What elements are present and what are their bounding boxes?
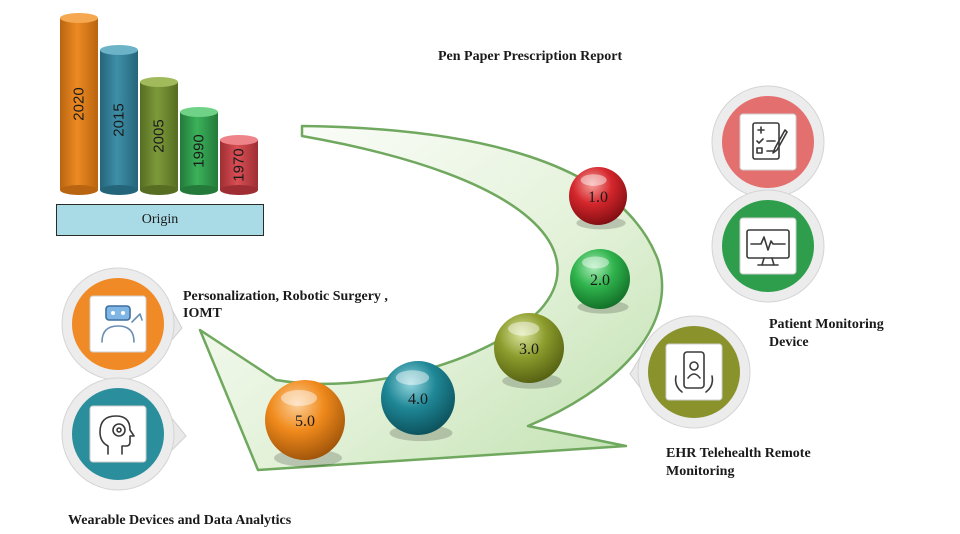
label-wearable: Wearable Devices and Data Analytics: [68, 513, 292, 528]
year-bar-1990: 1990: [180, 107, 218, 195]
smartphone-health-icon: [674, 351, 714, 393]
year-bar-label: 1990: [191, 134, 208, 167]
label-patient-line1: Patient Monitoring: [769, 317, 884, 332]
year-bar-2015: 2015: [100, 45, 138, 195]
year-bar-2005: 2005: [140, 77, 178, 195]
stage-sphere-4.0: 4.0: [381, 361, 455, 442]
stage-sphere-5.0: 5.0: [265, 380, 345, 467]
origin-box: Origin: [56, 204, 264, 236]
label-ehr-line2: Monitoring: [666, 464, 735, 479]
label-personalization-line2: IOMT: [183, 306, 222, 321]
callout-head-gear: [61, 377, 187, 491]
year-bar-2020: 2020: [60, 13, 98, 195]
year-bar-label: 1970: [231, 148, 248, 181]
year-bar-chart: 2020 2015 2005 1990 1970: [60, 13, 258, 195]
year-bar-label: 2020: [71, 87, 88, 120]
label-patient-line2: Device: [769, 335, 809, 350]
stage-sphere-2.0: 2.0: [570, 249, 630, 314]
stage-sphere-3.0: 3.0: [494, 313, 564, 389]
year-bar-1970: 1970: [220, 135, 258, 195]
stage-label: 5.0: [295, 413, 315, 430]
stage-sphere-1.0: 1.0: [569, 167, 627, 230]
callout-smartphone-health: [629, 315, 751, 429]
year-bar-label: 2005: [151, 119, 168, 152]
label-pen-paper: Pen Paper Prescription Report: [438, 49, 623, 64]
label-personalization-line1: Personalization, Robotic Surgery ,: [183, 289, 388, 304]
callout-monitor-heartbeat: [711, 189, 825, 303]
label-ehr-line1: EHR Telehealth Remote: [666, 446, 811, 461]
callout-robot-surgery: [61, 267, 183, 381]
stage-label: 1.0: [588, 189, 608, 206]
callout-prescription-report: [711, 85, 825, 199]
origin-label: Origin: [141, 212, 179, 227]
stage-label: 3.0: [519, 341, 539, 358]
head-gear-icon: [99, 415, 135, 455]
stage-label: 2.0: [590, 272, 610, 289]
robot-surgery-icon: [101, 305, 143, 343]
prescription-report-icon: [752, 122, 788, 160]
stage-label: 4.0: [408, 391, 428, 408]
year-bar-label: 2015: [111, 103, 128, 136]
monitor-heartbeat-icon: [746, 229, 790, 266]
